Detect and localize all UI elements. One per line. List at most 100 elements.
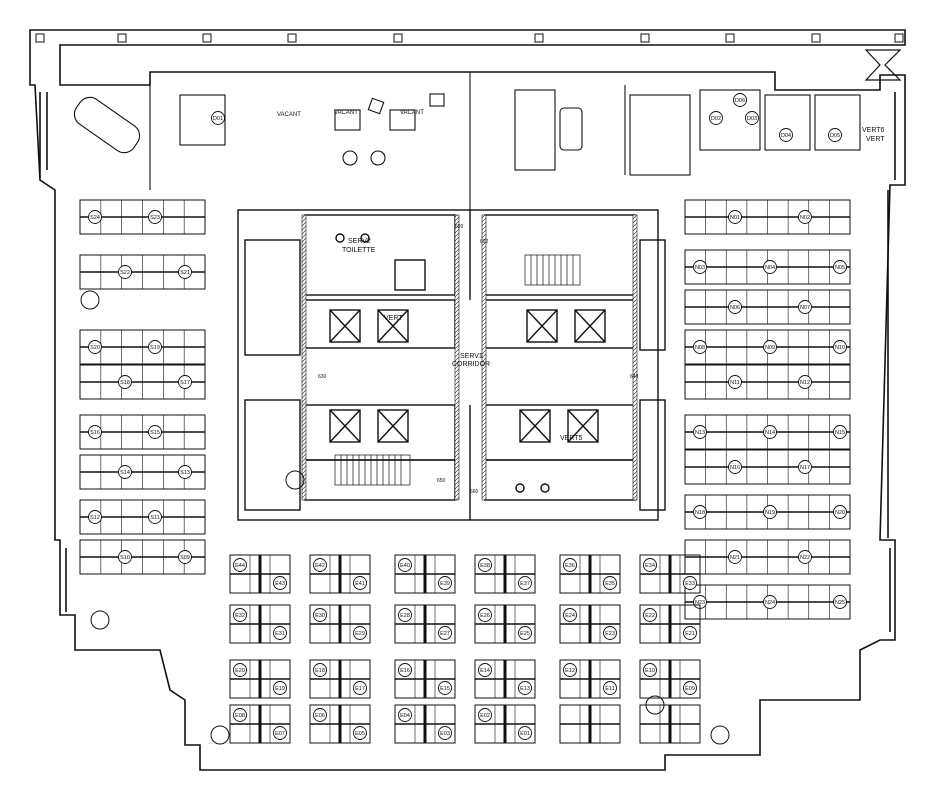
label-corridor: CORRIDOR: [452, 361, 490, 368]
seat-e21: E21: [683, 626, 697, 640]
window-mullions: [35, 33, 904, 43]
seat-s10: S10: [118, 550, 132, 564]
seat-d02: D02: [709, 111, 723, 125]
seat-e36: E36: [563, 558, 577, 572]
svg-text:E23: E23: [605, 631, 615, 637]
svg-text:D01: D01: [213, 116, 223, 122]
seat-n09: N09: [763, 340, 777, 354]
svg-text:E29: E29: [355, 631, 365, 637]
seat-e08: E08: [233, 708, 247, 722]
svg-text:E30: E30: [315, 613, 325, 619]
svg-text:E36: E36: [565, 563, 575, 569]
svg-text:E05: E05: [355, 731, 365, 737]
svg-text:E06: E06: [315, 713, 325, 719]
svg-text:N18: N18: [695, 510, 705, 516]
svg-text:E08: E08: [235, 713, 245, 719]
seat-n02: N02: [798, 210, 812, 224]
seat-e04: E04: [398, 708, 412, 722]
canopy-symbol: [864, 49, 902, 81]
svg-text:S24: S24: [90, 215, 100, 221]
svg-text:E19: E19: [275, 686, 285, 692]
svg-text:N06: N06: [730, 305, 740, 311]
svg-text:E16: E16: [400, 668, 410, 674]
label-serv2: SERV2: [348, 238, 371, 245]
structural-walls: [301, 214, 638, 501]
svg-text:E33: E33: [685, 581, 695, 587]
svg-text:N03: N03: [695, 265, 705, 271]
seat-e39: E39: [438, 576, 452, 590]
seat-s14: S14: [118, 465, 132, 479]
seat-e30: E30: [313, 608, 327, 622]
seat-s23: S23: [148, 210, 162, 224]
svg-text:E34: E34: [645, 563, 655, 569]
seat-n15: N15: [833, 425, 847, 439]
seat-e40: E40: [398, 558, 412, 572]
seat-n04: N04: [763, 260, 777, 274]
seat-d06: D06: [733, 93, 747, 107]
seat-n24: N24: [763, 595, 777, 609]
seat-s11: S11: [148, 510, 162, 524]
seat-n25: N25: [833, 595, 847, 609]
seat-n22: N22: [798, 550, 812, 564]
svg-text:N23: N23: [695, 600, 705, 606]
svg-text:N21: N21: [730, 555, 740, 561]
seat-s22: S22: [118, 265, 132, 279]
svg-text:S23: S23: [150, 215, 160, 221]
svg-text:E31: E31: [275, 631, 285, 637]
seat-e34: E34: [643, 558, 657, 572]
svg-text:E40: E40: [400, 563, 410, 569]
svg-text:N07: N07: [800, 305, 810, 311]
seat-s17: S17: [178, 375, 192, 389]
seat-n12: N12: [798, 375, 812, 389]
svg-text:D04: D04: [781, 133, 791, 139]
seat-e24: E24: [563, 608, 577, 622]
svg-text:S22: S22: [120, 270, 130, 276]
door-650: 650: [437, 478, 446, 484]
svg-text:E42: E42: [315, 563, 325, 569]
svg-text:E17: E17: [355, 686, 365, 692]
svg-text:E24: E24: [565, 613, 575, 619]
seat-e14: E14: [478, 663, 492, 677]
seat-s15: S15: [148, 425, 162, 439]
svg-text:E41: E41: [355, 581, 365, 587]
svg-text:E13: E13: [520, 686, 530, 692]
svg-text:N08: N08: [695, 345, 705, 351]
svg-text:N13: N13: [695, 430, 705, 436]
building-outline: [29, 29, 906, 771]
svg-text:N24: N24: [765, 600, 775, 606]
svg-text:N14: N14: [765, 430, 775, 436]
svg-text:E43: E43: [275, 581, 285, 587]
seat-e03: E03: [438, 726, 452, 740]
seat-s12: S12: [88, 510, 102, 524]
seat-e17: E17: [353, 681, 367, 695]
label-vacant-3: VACANT: [400, 110, 424, 116]
seat-e01: E01: [518, 726, 532, 740]
seat-e19: E19: [273, 681, 287, 695]
svg-text:S09: S09: [180, 555, 190, 561]
label-vert5: VERT5: [560, 435, 583, 442]
svg-text:E02: E02: [480, 713, 490, 719]
seat-n08: N08: [693, 340, 707, 354]
svg-text:E44: E44: [235, 563, 245, 569]
svg-text:E32: E32: [235, 613, 245, 619]
seat-e12: E12: [563, 663, 577, 677]
seat-e37: E37: [518, 576, 532, 590]
seat-n21: N21: [728, 550, 742, 564]
svg-text:N04: N04: [765, 265, 775, 271]
seat-n07: N07: [798, 300, 812, 314]
svg-text:S15: S15: [150, 430, 160, 436]
svg-text:S11: S11: [150, 515, 159, 521]
seat-e16: E16: [398, 663, 412, 677]
round-table: [80, 290, 100, 310]
svg-text:D06: D06: [735, 98, 745, 104]
seat-e43: E43: [273, 576, 287, 590]
seat-e09: E09: [683, 681, 697, 695]
svg-text:N09: N09: [765, 345, 775, 351]
svg-text:E15: E15: [440, 686, 450, 692]
seat-n14: N14: [763, 425, 777, 439]
seat-e07: E07: [273, 726, 287, 740]
seat-n01: N01: [728, 210, 742, 224]
seat-e23: E23: [603, 626, 617, 640]
svg-text:S18: S18: [120, 380, 130, 386]
